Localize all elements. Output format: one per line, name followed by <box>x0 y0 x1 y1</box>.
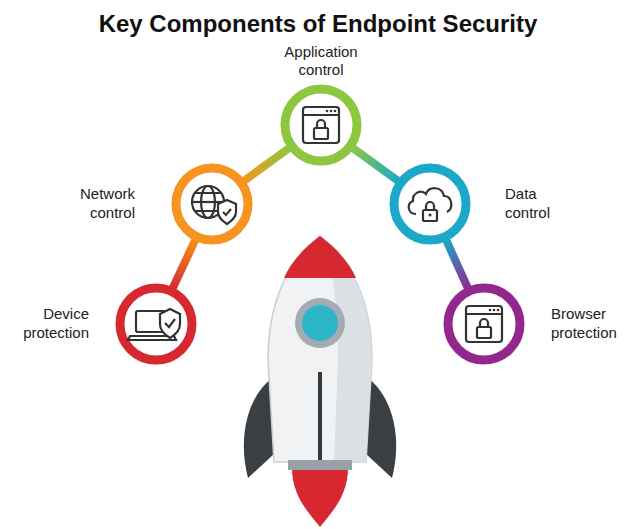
component-label: Data control <box>505 185 550 223</box>
component-label: Application control <box>284 43 357 81</box>
component-label: Device protection <box>23 305 89 343</box>
circle-ring <box>448 288 520 360</box>
circle-shadow <box>448 288 524 364</box>
circle-shadow <box>176 168 252 244</box>
component-icon <box>466 306 502 342</box>
component-circle: Network control <box>171 163 253 245</box>
circle-shadow <box>285 89 361 165</box>
rocket-body <box>268 236 372 462</box>
circle-ring <box>394 168 466 240</box>
circle-ring <box>285 89 357 161</box>
connector-line <box>243 147 290 181</box>
circle-outline <box>443 283 525 365</box>
rocket-window <box>302 305 338 341</box>
component-circle: Data control <box>389 163 471 245</box>
circle-outline <box>280 84 362 166</box>
connector-line <box>352 147 399 181</box>
rocket-flame <box>292 468 348 527</box>
rocket-nozzle <box>288 460 352 470</box>
component-circle: Browser protection <box>443 283 525 365</box>
component-label: Browser protection <box>551 305 617 343</box>
rocket <box>244 236 396 527</box>
component-circle: Application control <box>280 84 362 166</box>
circle-outline <box>171 163 253 245</box>
component-icon <box>409 188 452 221</box>
circle-shadow <box>120 288 196 364</box>
component-icon <box>192 186 236 224</box>
component-icon <box>128 309 180 340</box>
connector-line <box>172 238 196 289</box>
circle-shadow <box>394 168 470 244</box>
rocket-stripe <box>318 372 322 460</box>
connector-line <box>446 239 469 290</box>
rocket-window-rim <box>295 298 345 348</box>
rocket-nose <box>284 236 356 278</box>
component-circle: Device protection <box>115 283 197 365</box>
component-label: Network control <box>80 185 135 223</box>
diagram-title: Key Components of Endpoint Security <box>0 10 636 38</box>
circle-ring <box>120 288 192 360</box>
component-icon <box>303 107 339 143</box>
circle-outline <box>389 163 471 245</box>
circle-outline <box>115 283 197 365</box>
circle-ring <box>176 168 248 240</box>
